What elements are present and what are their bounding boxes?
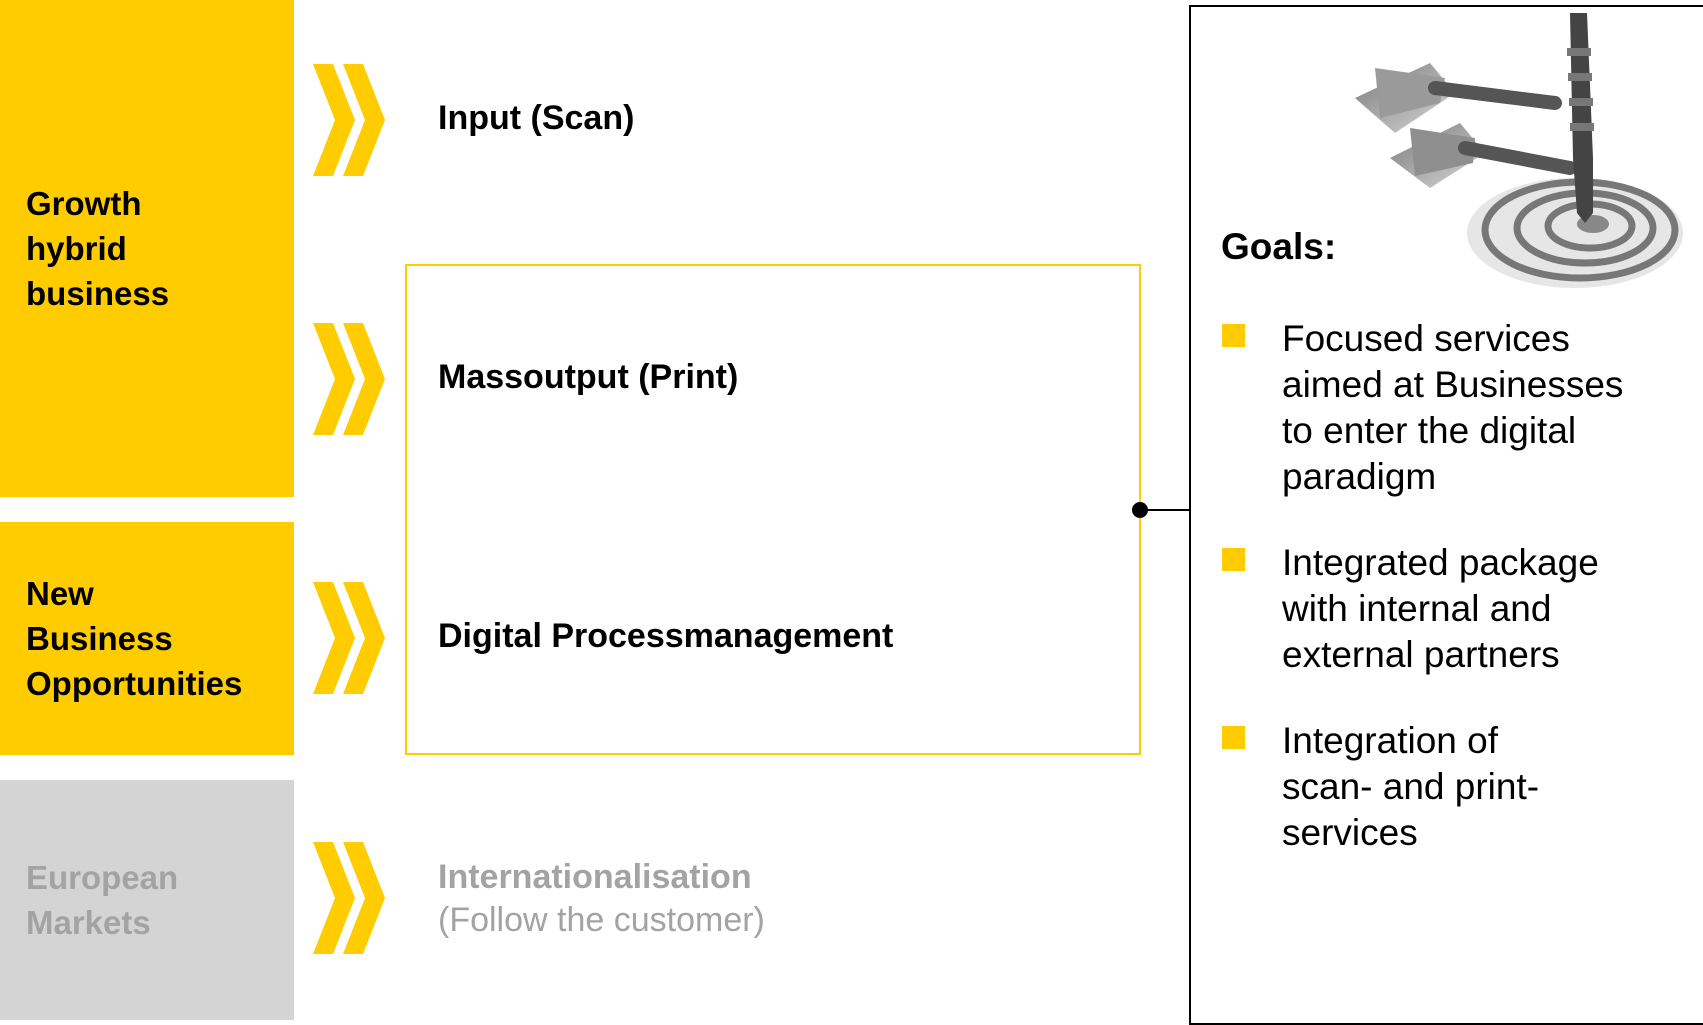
category-line: hybrid [26, 230, 127, 267]
bullet-line: Integrated package [1282, 542, 1599, 583]
grouping-frame [405, 264, 1141, 755]
item-internationalisation-title: Internationalisation [438, 858, 752, 896]
item-internationalisation: Internationalisation (Follow the custome… [438, 856, 765, 942]
bullet-line: with internal and [1282, 588, 1552, 629]
double-chevron-icon [313, 64, 385, 176]
category-line: Opportunities [26, 665, 243, 702]
category-line: New [26, 575, 94, 612]
connector-dot [1132, 502, 1148, 518]
bullet-line: scan- and print- [1282, 766, 1540, 807]
double-chevron-icon [313, 842, 385, 954]
category-line: European [26, 859, 179, 896]
goal-bullet: Integration of scan- and print- services [1222, 718, 1692, 856]
darts-target-icon [1355, 13, 1683, 288]
item-internationalisation-sub: (Follow the customer) [438, 901, 765, 939]
goals-bullet-list: Focused services aimed at Businesses to … [1222, 316, 1692, 896]
bullet-line: external partners [1282, 634, 1560, 675]
bullet-square-icon [1222, 726, 1245, 749]
bullet-square-icon [1222, 324, 1245, 347]
category-line: business [26, 275, 170, 312]
connector-line [1140, 509, 1190, 511]
bullet-line: paradigm [1282, 456, 1437, 497]
item-input-scan: Input (Scan) [438, 99, 635, 137]
bullet-square-icon [1222, 548, 1245, 571]
goals-title: Goals: [1221, 226, 1337, 267]
category-new-business-opportunities: New Business Opportunities [0, 522, 294, 755]
item-massoutput-print: Massoutput (Print) [438, 358, 739, 396]
category-growth-hybrid-business: Growth hybrid business [0, 0, 294, 497]
category-line: Growth [26, 185, 142, 222]
category-line: Business [26, 620, 173, 657]
bullet-line: to enter the digital [1282, 410, 1577, 451]
goal-bullet: Integrated package with internal and ext… [1222, 540, 1692, 678]
double-chevron-icon [313, 582, 385, 694]
bullet-line: Focused services [1282, 318, 1570, 359]
goal-bullet: Focused services aimed at Businesses to … [1222, 316, 1692, 500]
category-line: Markets [26, 904, 151, 941]
category-european-markets: European Markets [0, 780, 294, 1020]
bullet-line: aimed at Businesses [1282, 364, 1624, 405]
bullet-line: Integration of [1282, 720, 1498, 761]
item-digital-processmanagement: Digital Processmanagement [438, 617, 894, 655]
double-chevron-icon [313, 323, 385, 435]
bullet-line: services [1282, 812, 1418, 853]
